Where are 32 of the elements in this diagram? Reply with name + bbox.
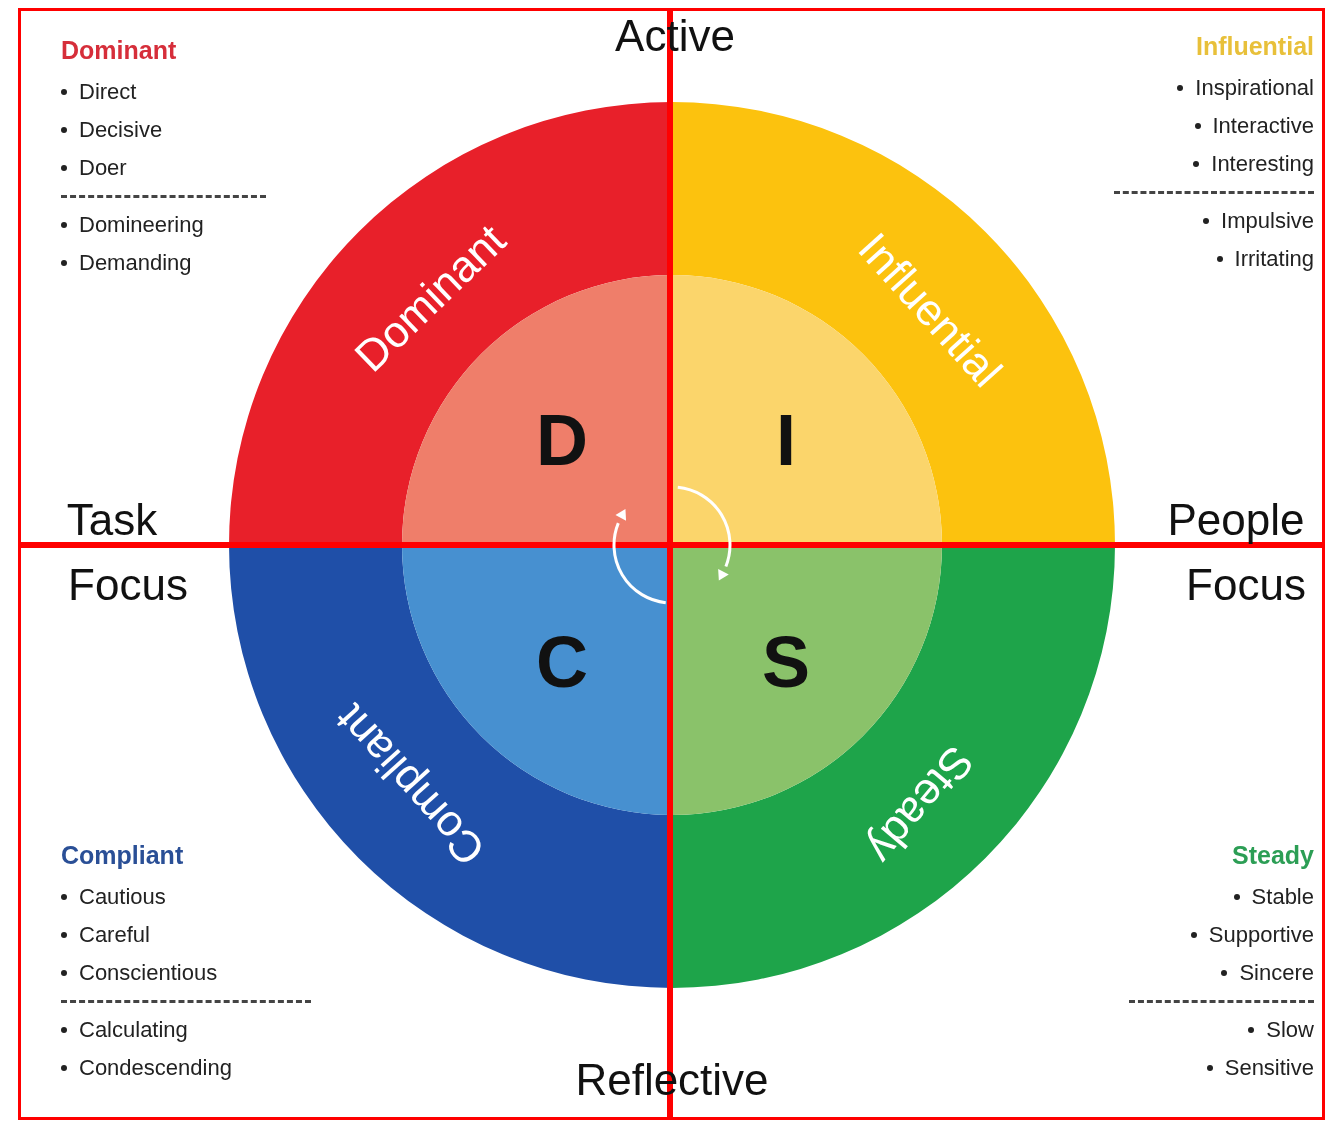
quadrant-letter: I	[776, 399, 796, 481]
trait-text: Cautious	[79, 883, 166, 911]
trait-text: Demanding	[79, 249, 192, 277]
trait-text: Condescending	[79, 1054, 232, 1082]
category-heading: Influential	[1194, 31, 1314, 62]
axis-label: Task	[66, 495, 158, 545]
trait-text: Supportive	[1208, 921, 1314, 949]
trait-text: Calculating	[79, 1016, 188, 1044]
trait-text: Sensitive	[1224, 1054, 1314, 1082]
quadrant-letter: D	[536, 399, 588, 481]
quadrant-letter: C	[536, 621, 588, 703]
category-heading: Dominant	[61, 35, 178, 66]
trait-text: Careful	[79, 921, 150, 949]
category-heading: Steady	[1231, 840, 1314, 871]
axis-label: Focus	[68, 560, 188, 610]
trait-text: Domineering	[79, 211, 204, 239]
trait-text: Inspirational	[1195, 74, 1314, 102]
trait-text: Direct	[79, 78, 137, 106]
trait-text: Conscientious	[79, 959, 218, 987]
trait-text: Irritating	[1234, 245, 1314, 273]
trait-text: Decisive	[79, 116, 163, 144]
trait-text: Sincere	[1239, 959, 1314, 987]
trait-text: Impulsive	[1221, 207, 1314, 235]
quadrant-letter: S	[762, 621, 810, 703]
trait-text: Stable	[1251, 883, 1314, 911]
trait-text: Interactive	[1212, 112, 1314, 140]
axis-label: Focus	[1186, 560, 1306, 610]
axis-label: People	[1167, 495, 1305, 545]
trait-text: Doer	[79, 154, 127, 182]
trait-text: Slow	[1266, 1016, 1314, 1044]
category-heading: Compliant	[61, 840, 185, 871]
trait-text: Interesting	[1211, 150, 1314, 178]
